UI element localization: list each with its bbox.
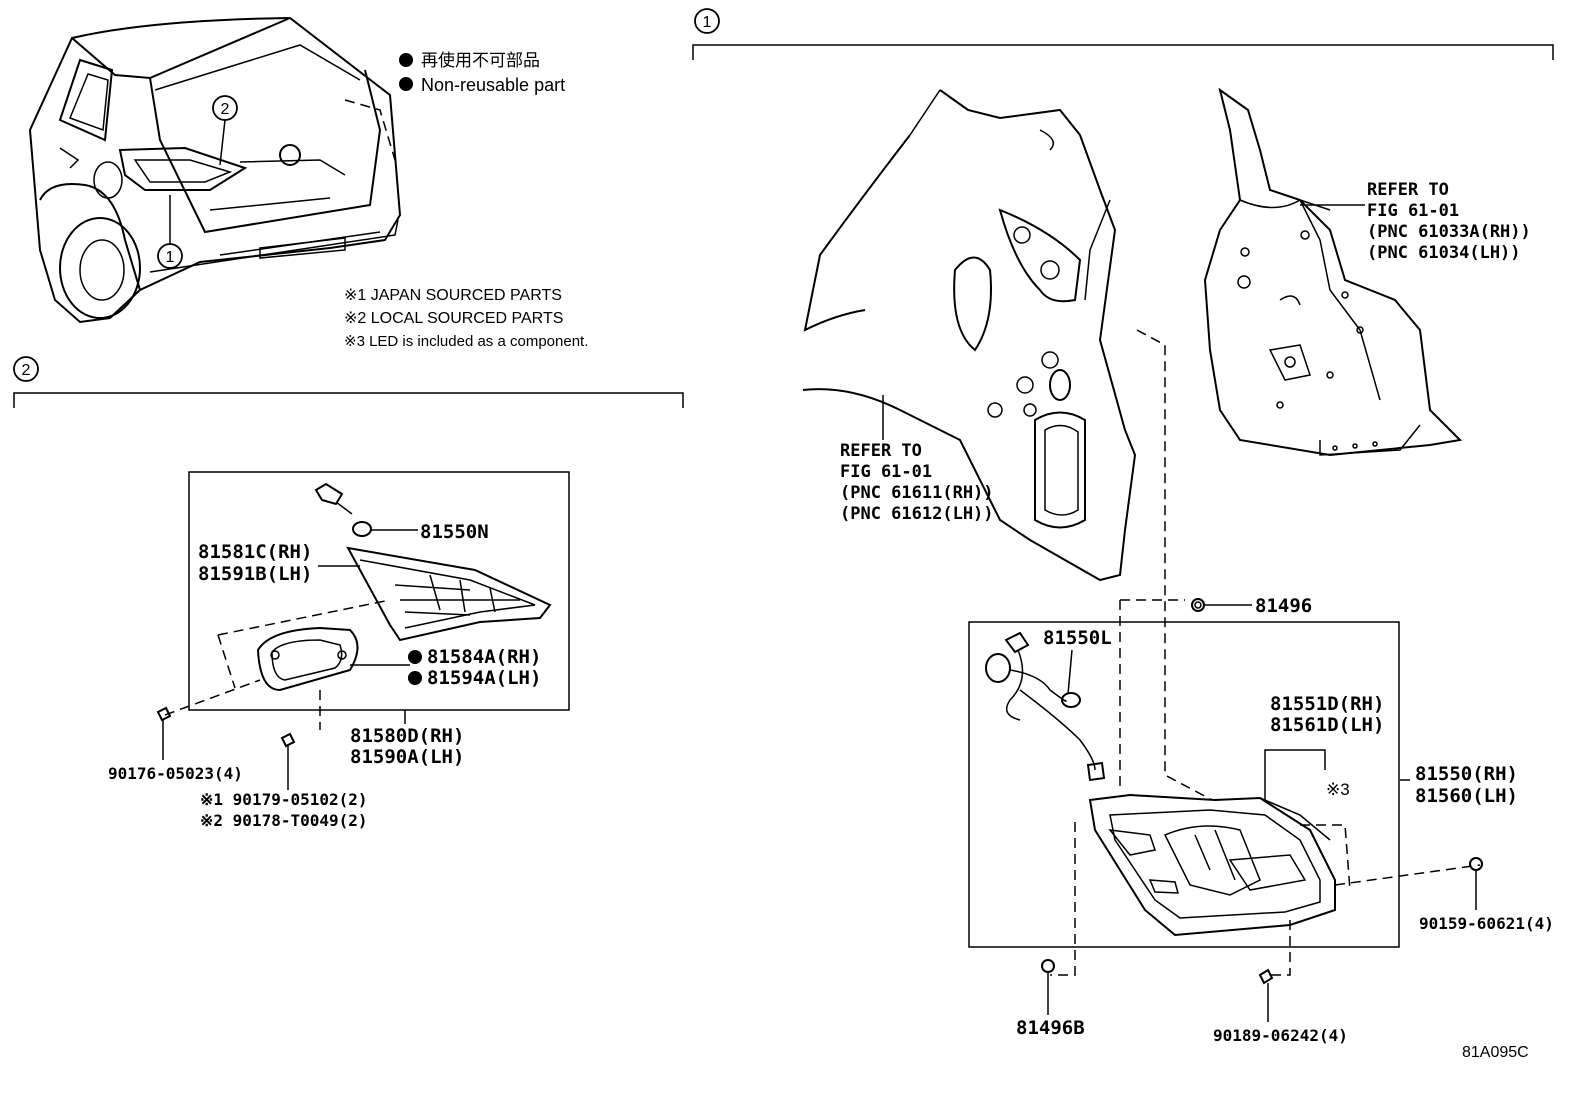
refer-note-quarter-panel: REFER TO FIG 61-01 (PNC 61611(RH)) (PNC … xyxy=(840,441,994,524)
part-90176: 90176-05023(4) xyxy=(108,764,243,783)
screw-90189 xyxy=(1258,968,1274,1022)
rear-combination-lamp-assembly xyxy=(968,621,1481,976)
part-81591B: 81591B(LH) xyxy=(198,563,312,585)
note-3: ※3 LED is included as a component. xyxy=(344,333,588,350)
part-81551D: 81551D(RH) xyxy=(1270,693,1384,715)
part-81590A: 81590A(LH) xyxy=(350,746,464,768)
non-reusable-bullet-icon xyxy=(399,53,413,67)
fastener-90176 xyxy=(156,706,172,760)
fastener-90179 xyxy=(280,732,296,790)
note-3-marker: ※3 xyxy=(1326,780,1350,799)
part-81580D: 81580D(RH) xyxy=(350,725,464,747)
non-reusable-bullet-icon xyxy=(408,650,422,664)
part-81584A: 81584A(RH) xyxy=(427,646,541,668)
grommet-81496B xyxy=(1041,959,1055,1015)
section-2-header: 2 xyxy=(13,356,684,408)
section-2-number: 2 xyxy=(22,362,31,379)
section-1-number: 1 xyxy=(703,14,712,31)
quarter-panel-illustration xyxy=(802,89,1137,582)
non-reusable-bullet-icon xyxy=(408,671,422,685)
refer-line: REFER TO xyxy=(1367,180,1449,200)
part-81560: 81560(LH) xyxy=(1415,785,1518,807)
part-81550: 81550(RH) xyxy=(1415,763,1518,785)
part-81550L: 81550L xyxy=(1043,627,1112,649)
part-81496: 81496 xyxy=(1255,595,1312,617)
part-81581C: 81581C(RH) xyxy=(198,541,312,563)
refer-line: (PNC 61612(LH)) xyxy=(840,504,994,524)
refer-line: FIG 61-01 xyxy=(840,462,932,482)
part-90179: ※1 90179-05102(2) xyxy=(200,790,368,809)
screw-90159 xyxy=(1469,857,1483,910)
refer-line: (PNC 61611(RH)) xyxy=(840,483,994,503)
note-1: ※1 JAPAN SOURCED PARTS xyxy=(344,287,562,304)
legend-english: Non-reusable part xyxy=(421,75,565,95)
refer-line: (PNC 61033A(RH)) xyxy=(1367,222,1531,242)
refer-line: REFER TO xyxy=(840,441,922,461)
refer-note-inner-panel: REFER TO FIG 61-01 (PNC 61033A(RH)) (PNC… xyxy=(1367,180,1531,263)
section-1-header: 1 xyxy=(692,8,1554,60)
inner-panel-illustration xyxy=(1203,87,1463,457)
inner-lamp-assembly xyxy=(164,471,570,730)
part-81594A: 81594A(LH) xyxy=(427,667,541,689)
part-81496B: 81496B xyxy=(1016,1017,1085,1039)
refer-line: (PNC 61034(LH)) xyxy=(1367,243,1521,263)
note-2: ※2 LOCAL SOURCED PARTS xyxy=(344,310,563,327)
refer-line: FIG 61-01 xyxy=(1367,201,1459,221)
part-81550N: 81550N xyxy=(420,521,489,543)
part-90189: 90189-06242(4) xyxy=(1213,1026,1348,1045)
part-81561D: 81561D(LH) xyxy=(1270,714,1384,736)
legend-japanese: 再使用不可部品 xyxy=(421,50,540,70)
part-90159: 90159-60621(4) xyxy=(1419,914,1554,933)
figure-id: 81A095C xyxy=(1462,1044,1529,1061)
part-90178: ※2 90178-T0049(2) xyxy=(200,811,368,830)
legend: 再使用不可部品 Non-reusable part xyxy=(399,50,565,95)
callout-2-overview: 2 xyxy=(212,95,238,121)
callout-1-overview: 1 xyxy=(157,243,183,269)
grommet-81496 xyxy=(1191,598,1252,612)
non-reusable-bullet-icon xyxy=(399,77,413,91)
vehicle-overview-illustration xyxy=(28,16,402,324)
sourcing-notes: ※1 JAPAN SOURCED PARTS ※2 LOCAL SOURCED … xyxy=(344,287,588,350)
callout-label: 1 xyxy=(166,249,175,266)
callout-label: 2 xyxy=(221,101,230,118)
